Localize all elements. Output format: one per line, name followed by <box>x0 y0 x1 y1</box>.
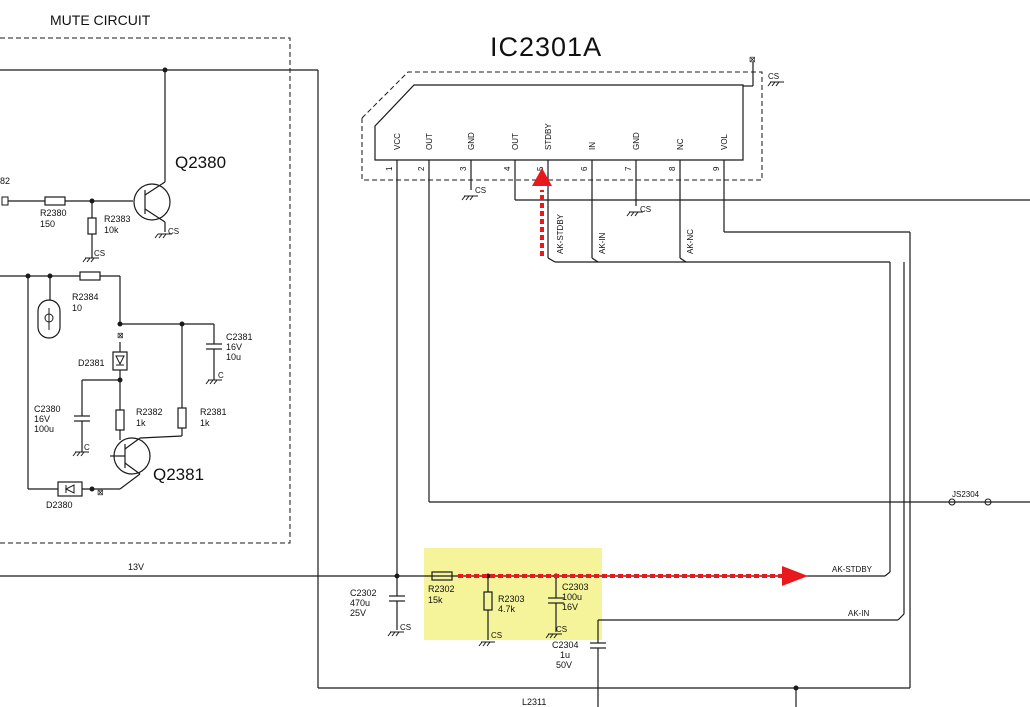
r2302-resistor <box>431 571 453 581</box>
svg-text:CS: CS <box>94 249 105 258</box>
svg-text:⊠: ⊠ <box>749 55 756 64</box>
ic-pin-number: 5 <box>536 166 545 171</box>
net-ak-stdby: AK-STDBY <box>832 565 873 574</box>
svg-text:CS: CS <box>768 72 779 81</box>
ic-pin-number: 2 <box>417 166 426 171</box>
r2384-val: 10 <box>72 303 82 313</box>
r2383-val: 10k <box>104 225 119 235</box>
ic-pin-number: 1 <box>385 166 394 171</box>
svg-text:CS: CS <box>491 631 502 640</box>
c2304-volt: 50V <box>556 660 572 670</box>
c2380-val: 100u <box>34 424 54 434</box>
r2303-ref: R2303 <box>498 594 525 604</box>
svg-text:CS: CS <box>640 205 651 214</box>
ic-pin-name: VCC <box>393 133 402 150</box>
svg-text:CS: CS <box>475 186 486 195</box>
signal-ak-in-vert: AK-IN <box>598 232 607 254</box>
ic-outer-border <box>361 71 763 181</box>
red-arrowhead-right <box>782 566 808 586</box>
c2302-val: 470u <box>350 598 370 608</box>
signal-ak-nc-vert: AK-NC <box>686 229 695 254</box>
c2381-volt: 16V <box>226 342 242 352</box>
ic-pin-number: 8 <box>668 166 677 171</box>
js2304-label: JS2304 <box>952 490 980 499</box>
c2302-ref: C2302 <box>350 588 377 598</box>
d2380-label: D2380 <box>46 500 73 510</box>
ic-pin-name: GND <box>632 132 641 150</box>
r2382-val: 1k <box>136 418 146 428</box>
c2302-volt: 25V <box>350 608 366 618</box>
highlight-region <box>424 548 602 640</box>
ic-pin-name: VOL <box>720 133 729 150</box>
ic-pin-name: OUT <box>425 133 434 150</box>
ic-body <box>374 84 744 161</box>
svg-text:CS: CS <box>400 623 411 632</box>
red-arrowhead-up <box>532 168 552 186</box>
r2381-resistor <box>177 407 187 429</box>
signal-ak-stdby-vert: AK-STDBY <box>556 213 565 254</box>
ic-pin-name: OUT <box>511 133 520 150</box>
svg-text:C: C <box>84 443 90 452</box>
c2304-val: 1u <box>560 650 570 660</box>
l2311-label: L2311 <box>522 697 546 707</box>
q2381-transistor <box>110 435 183 490</box>
ic-pin-number: 7 <box>624 166 633 171</box>
rail-13v-label: 13V <box>128 562 144 572</box>
q2380-transistor <box>133 170 171 232</box>
ic-pin-number: 4 <box>503 166 512 171</box>
ic-pin-name: GND <box>467 132 476 150</box>
r2383-resistor <box>87 217 97 235</box>
c2303-volt: 16V <box>562 602 578 612</box>
ic-title: IC2301A <box>490 32 602 62</box>
c2303-val: 100u <box>562 592 582 602</box>
d2380-diode <box>57 481 83 497</box>
ic-pin-number: 3 <box>459 166 468 171</box>
cs-label: CS <box>168 227 179 236</box>
ic-pin-name: NC <box>676 138 685 150</box>
r2381-ref: R2381 <box>200 407 227 417</box>
svg-text:⊠: ⊠ <box>117 331 124 340</box>
mute-circuit-border <box>0 37 291 544</box>
d2381-label: D2381 <box>78 358 105 368</box>
mute-component <box>37 299 61 339</box>
r2380-ref: R2380 <box>40 208 67 218</box>
r2382-resistor <box>115 409 125 431</box>
net-ak-in: AK-IN <box>848 609 870 618</box>
svg-text:CS: CS <box>556 625 567 634</box>
left-partial-ref: 82 <box>0 176 10 186</box>
q2381-label: Q2381 <box>153 465 204 484</box>
r2382-ref: R2382 <box>136 407 163 417</box>
r2381-val: 1k <box>200 418 210 428</box>
mute-circuit-title: MUTE CIRCUIT <box>50 12 151 28</box>
c2380-ref: C2380 <box>34 404 61 414</box>
c2380-volt: 16V <box>34 414 50 424</box>
ic-pin-name: IN <box>588 142 597 150</box>
r2380-resistor <box>44 196 66 206</box>
r2302-ref: R2302 <box>428 584 455 594</box>
d2381-diode <box>112 351 128 371</box>
r2380-val: 150 <box>40 219 55 229</box>
q2380-label: Q2380 <box>175 153 226 172</box>
r2384-resistor <box>79 271 101 281</box>
c2303-ref: C2303 <box>562 582 589 592</box>
ic-pin-number: 6 <box>580 166 589 171</box>
r2384-ref: R2384 <box>72 292 99 302</box>
svg-text:⊠: ⊠ <box>97 488 104 497</box>
c2304-ref: C2304 <box>552 640 579 650</box>
ic-pin-number: 9 <box>712 166 721 171</box>
c2381-val: 10u <box>226 352 241 362</box>
svg-text:C: C <box>218 371 224 380</box>
r2383-ref: R2383 <box>104 214 131 224</box>
c2381-ref: C2381 <box>226 332 253 342</box>
ic-pin-name: STDBY <box>544 123 553 150</box>
r2303-val: 4.7k <box>498 604 516 614</box>
r2302-val: 15k <box>428 595 443 605</box>
